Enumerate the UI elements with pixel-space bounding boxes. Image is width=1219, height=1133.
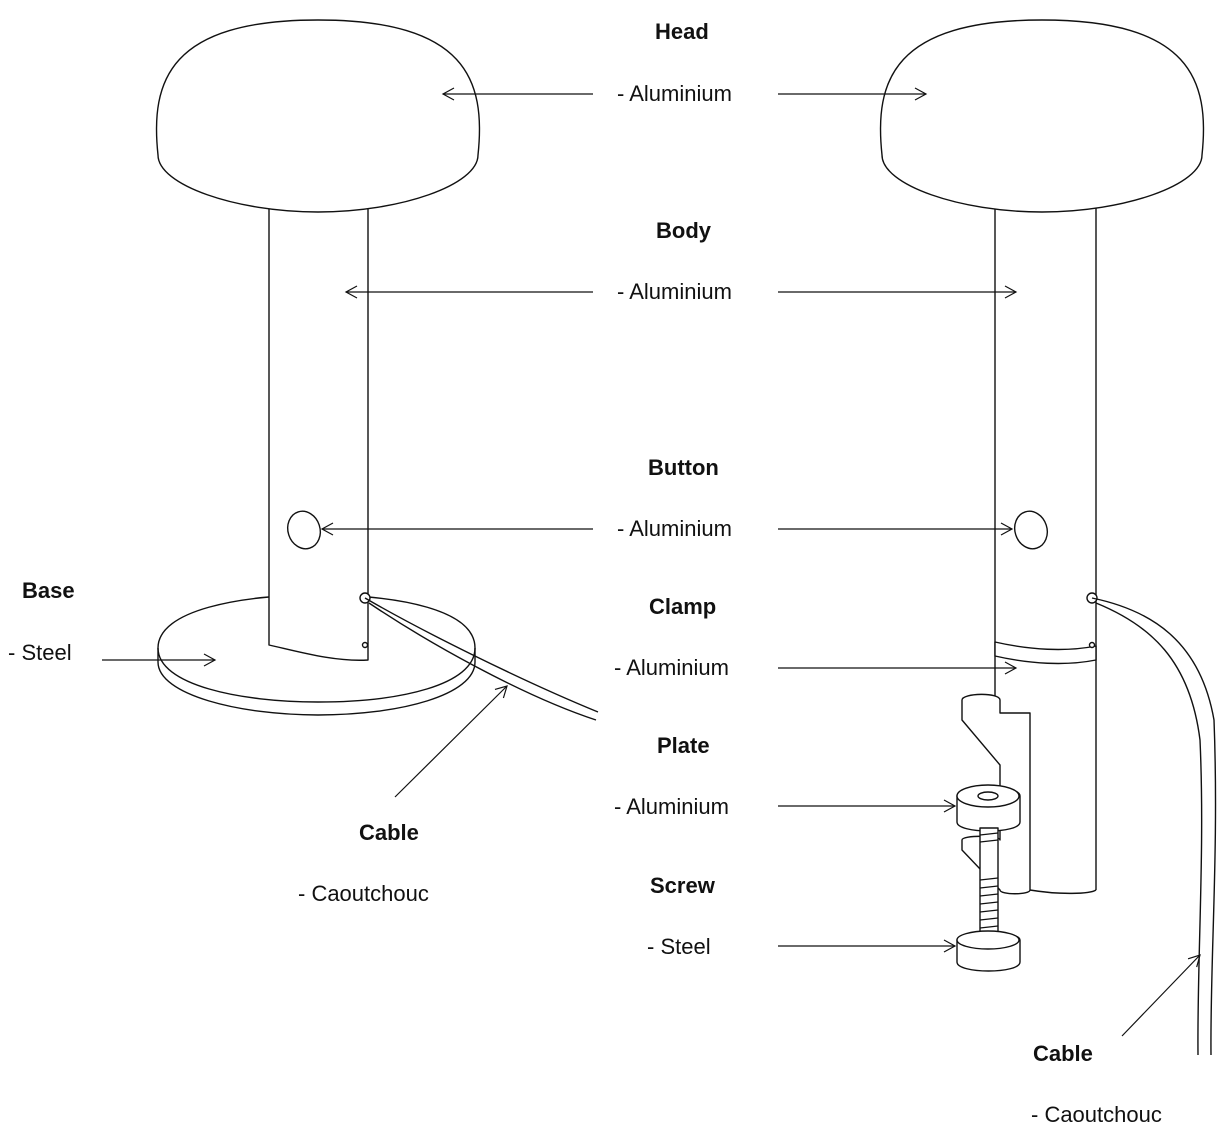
cable-right-material: - Caoutchouc (1031, 1102, 1162, 1127)
base-material: - Steel (8, 640, 72, 665)
right-head (879, 19, 1205, 213)
right-cable (1091, 597, 1217, 1056)
right-clamp-band (994, 641, 1097, 665)
button-title: Button (648, 455, 719, 480)
left-lamp (155, 19, 599, 721)
right-button (1013, 510, 1049, 550)
clamp-material: - Aluminium (614, 655, 729, 680)
right-body (994, 205, 1097, 890)
button-material: - Aluminium (617, 516, 732, 541)
arrow-cable-right (1121, 954, 1201, 1037)
body-title: Body (656, 218, 711, 243)
plate-material: - Aluminium (614, 794, 729, 819)
screw-title: Screw (650, 873, 715, 898)
arrow-cable-left (394, 685, 508, 798)
right-screw (979, 827, 999, 941)
left-cable (364, 597, 599, 713)
screw-thread-lines (979, 832, 999, 929)
plate-title: Plate (657, 733, 710, 758)
base-title: Base (22, 578, 75, 603)
right-lamp (879, 19, 1217, 1056)
cable-left-material: - Caoutchouc (298, 881, 429, 906)
left-body (268, 205, 369, 661)
left-button (286, 510, 322, 550)
cable-left-title: Cable (359, 820, 419, 845)
head-material: - Aluminium (617, 81, 732, 106)
left-head (155, 19, 481, 213)
screw-material: - Steel (647, 934, 711, 959)
clamp-title: Clamp (649, 594, 717, 619)
head-title: Head (655, 19, 709, 44)
cable-right-title: Cable (1033, 1041, 1093, 1066)
body-material: - Aluminium (617, 279, 732, 304)
